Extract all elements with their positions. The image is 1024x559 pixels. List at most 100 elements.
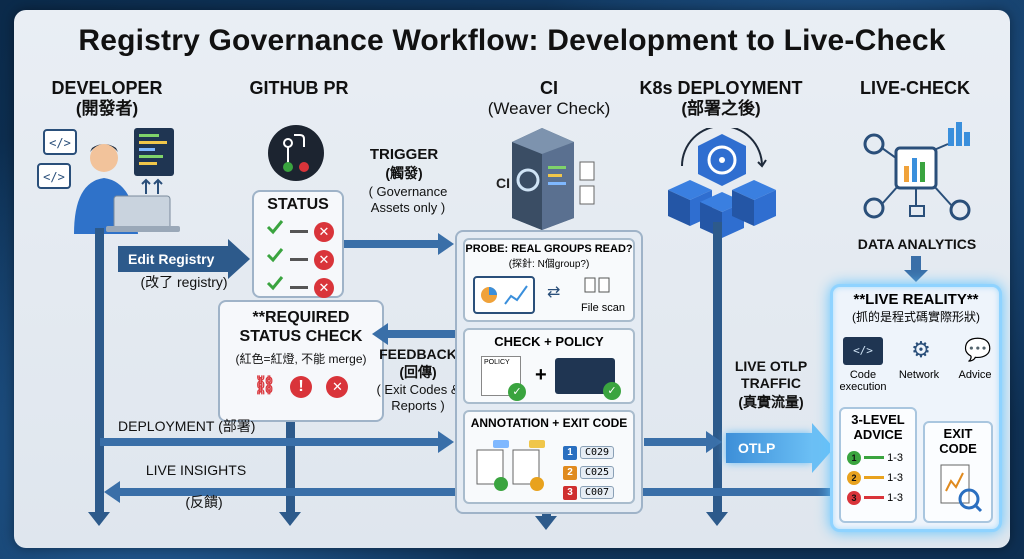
column-live-check: LIVE-CHECK [840,78,990,99]
exit-code-number: 1 [563,446,577,460]
edit-registry-sublabel: (改了 registry) [140,274,228,290]
exit-code-value: C007 [580,486,615,499]
status-dash [290,230,308,234]
network-label: Network [898,369,940,381]
github-pr-icon [268,125,324,181]
advice-level-row: 3 1-3 [847,490,915,505]
feedback-zh-label: (回傳) [399,364,437,380]
file-scan-label: File scan [580,302,626,314]
trigger-arrow-line [344,240,440,248]
otlp-label: OTLP [738,440,776,456]
edit-registry-arrowhead [228,239,250,279]
status-card: STATUS ✕ ✕ ✕ [252,190,344,298]
plus-icon: + [535,364,547,386]
deployment-label: DEPLOYMENT (部署) [118,418,256,434]
three-level-advice-card: 3-LEVEL ADVICE 1 1-3 2 1-3 3 1-3 [839,407,917,523]
advice-level-row: 1 1-3 [847,450,915,465]
fail-x-icon: ✕ [314,222,334,242]
advice-level-row: 2 1-3 [847,470,915,485]
trigger-label: TRIGGER [369,146,439,163]
live-insights-zh-label: (反饋) [185,494,223,510]
advice-level-bar [864,476,885,480]
column-k8s: K8s DEPLOYMENT (部署之後) [626,78,816,118]
check-icon [266,220,284,235]
live-insights-label: LIVE INSIGHTS [145,462,247,478]
code-execution-icon: </> [843,337,883,365]
feedback-arrowhead [372,323,388,345]
warning-icon: ! [290,376,312,399]
status-row-2: ✕ [254,242,342,270]
github-lane-line [286,390,295,514]
trigger-arrowhead [438,233,454,255]
svg-text:CI: CI [496,175,510,191]
kubernetes-icon [668,128,776,238]
column-developer: DEVELOPER (開發者) [32,78,182,118]
ci-server-icon: CI [496,128,595,230]
github-lane-arrowhead [279,512,301,526]
required-status-title: **REQUIRED STATUS CHECK [239,309,363,346]
required-status-check-card: **REQUIRED STATUS CHECK (紅色=紅燈, 不能 merge… [218,300,384,422]
otlp-arrowhead [812,423,834,473]
code-execution-label: Code execution [839,369,887,394]
ci-to-k8s-arrowhead [706,431,722,453]
advice-level-bar [864,456,885,460]
annotation-title: ANNOTATION + EXIT CODE [470,416,628,430]
probe-sub: (探針: N個group?) [508,259,590,270]
fail-x-icon: ✕ [326,376,349,399]
trigger-sublabel: ( Governance Assets only ) [368,184,448,215]
exit-code-card: EXIT CODE [923,421,993,523]
advice-level-range: 1-3 [887,471,904,484]
exit-code-number: 2 [563,466,577,480]
data-analytics-icon [863,122,971,221]
k8s-lane-line [713,222,722,514]
k8s-lane-arrowhead [706,512,728,526]
live-reality-panel: **LIVE REALITY** (抓的是程式碼實際形狀) </> ⚙ 💬 Co… [830,284,1002,532]
live-otlp-label: LIVE OTLP TRAFFIC [734,358,808,391]
advice-level-number: 3 [847,490,861,505]
ci-check-container: PROBE: REAL GROUPS READ? (探針: N個group?) … [455,230,643,514]
terminal-icon: ✓ [555,358,621,400]
column-live-check-label: LIVE-CHECK [859,78,970,98]
check-icon [266,248,284,263]
column-ci-label: CI [540,78,558,98]
network-icon: ⚙ [911,337,931,362]
diagram-title: Registry Governance Workflow: Developmen… [78,24,946,57]
advice-level-number: 1 [847,450,861,465]
check-policy-title: CHECK + POLICY [494,334,604,349]
status-dash [290,258,308,262]
required-status-sub: (紅色=紅燈, 不能 merge) [235,352,367,367]
live-reality-sub: (抓的是程式碼實際形狀) [852,310,980,324]
live-otlp-zh-label: (真實流量) [738,394,804,410]
column-developer-label: DEVELOPER [51,78,163,98]
status-dash [290,286,308,290]
deployment-arrow-line [100,438,440,446]
check-icon [266,276,284,291]
file-scan-icon [584,277,610,293]
column-ci: CI (Weaver Check) [459,78,639,118]
policy-doc-icon: POLICY ✓ [481,356,526,401]
advice-bubble-icon: 💬 [964,337,992,362]
probe-card: PROBE: REAL GROUPS READ? (探針: N個group?) … [463,238,635,322]
analytics-arrow-line [911,256,921,272]
live-insights-arrowhead [104,481,120,503]
broken-link-icon: ⛓ [253,375,277,396]
diagram-panel: Registry Governance Workflow: Developmen… [14,10,1010,548]
developer-illustration-icon: </> </> [37,128,180,234]
column-k8s-label: K8s DEPLOYMENT [639,78,803,98]
policy-doc-tag: POLICY [484,359,510,366]
live-reality-title: **LIVE REALITY** [853,291,979,308]
exit-code-number: 3 [563,486,577,500]
column-k8s-sublabel: (部署之後) [681,98,761,118]
column-github: GITHUB PR [224,78,374,99]
status-row-3: ✕ [254,270,342,298]
dashboard-icon [473,276,535,314]
developer-lane-line [95,228,104,514]
exchange-arrows-icon: ⇄ [547,284,561,301]
annotation-docs-icon [476,440,545,491]
advice-level-number: 2 [847,470,861,485]
advice-level-bar [864,496,885,500]
